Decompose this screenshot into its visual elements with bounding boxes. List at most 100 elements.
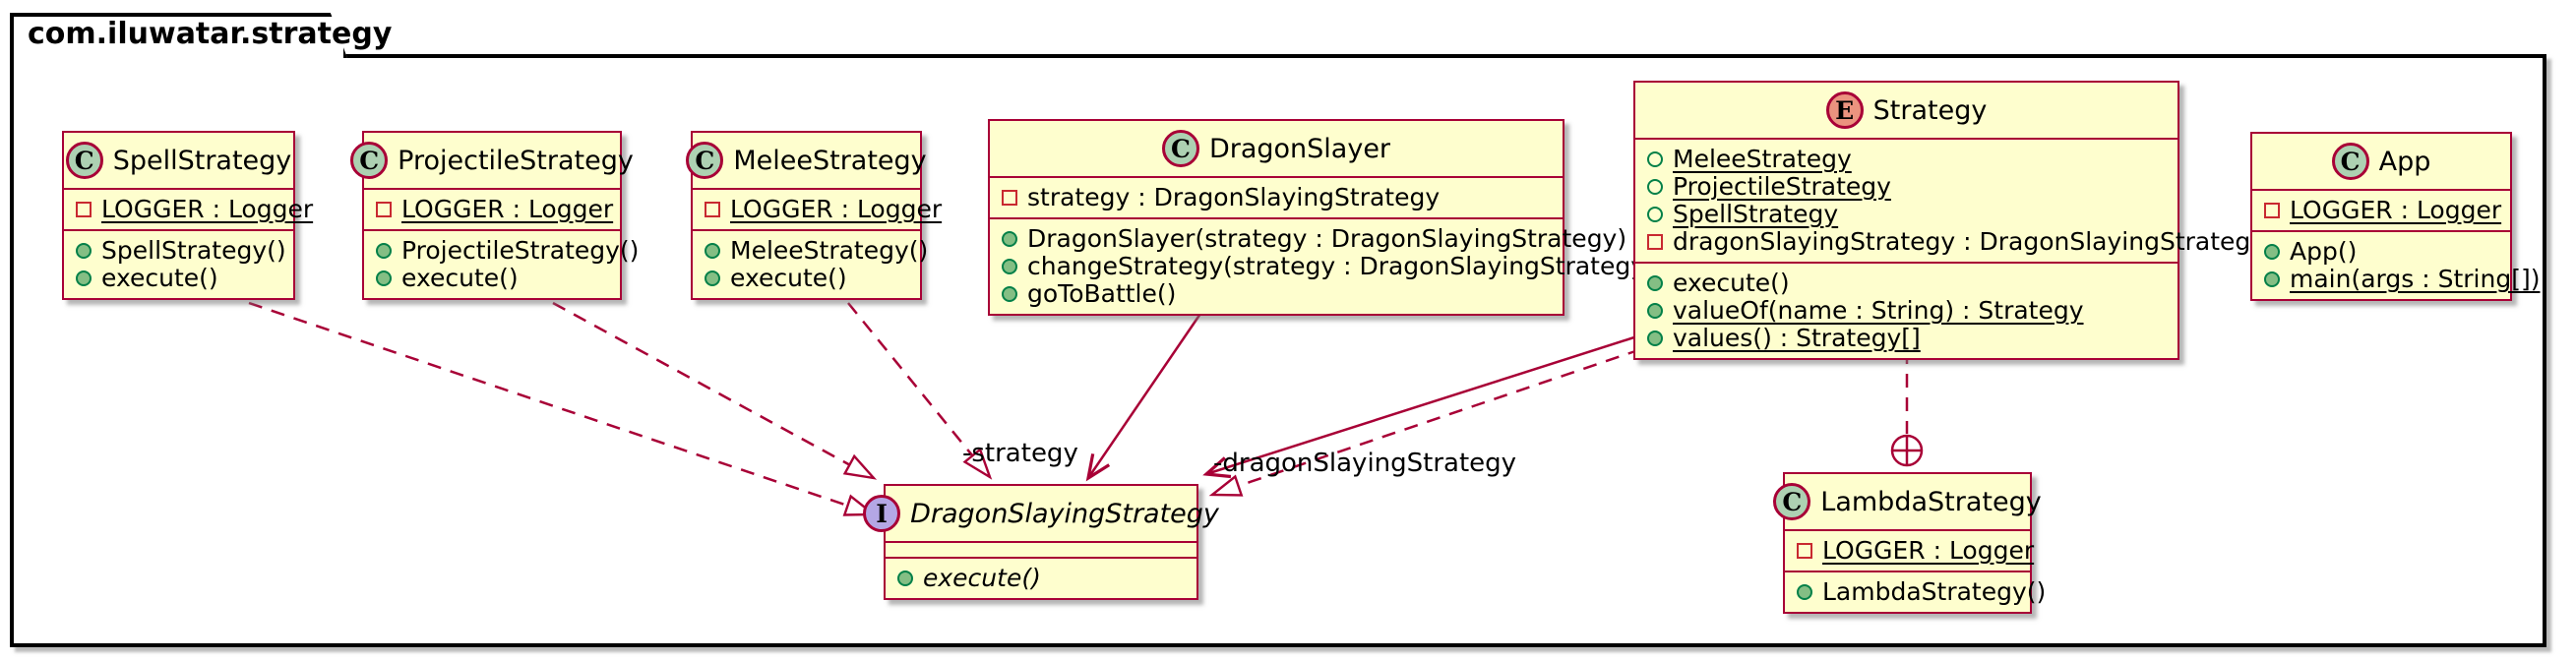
public-method-icon	[1797, 584, 1812, 600]
member-row: strategy : DragonSlayingStrategy	[1002, 184, 1553, 211]
class-box-DragonSlayer: C DragonSlayer strategy : DragonSlayingStr…	[988, 119, 1655, 316]
class-title-bar: C App	[2252, 134, 2510, 191]
member-text: values() : Strategy[]	[1673, 324, 1921, 352]
circle-plus-icon	[1890, 434, 1924, 467]
public-field-icon	[1647, 207, 1663, 222]
member-row: main(args : String[])	[2264, 266, 2540, 293]
package-tab	[10, 13, 347, 58]
member-row: ProjectileStrategy()	[376, 237, 639, 265]
member-text: strategy : DragonSlayingStrategy	[1027, 183, 1441, 211]
class-name: ProjectileStrategy	[398, 145, 634, 176]
member-text: LOGGER : Logger	[1822, 536, 2035, 565]
edge-projectilestrategy-realization	[552, 301, 878, 480]
public-method-icon	[897, 571, 913, 586]
member-text: dragonSlayingStrategy : DragonSlayingStr…	[1673, 227, 2266, 256]
class-name: DragonSlayer	[1208, 133, 1391, 164]
fields-section: LOGGER : Logger	[364, 190, 620, 231]
member-text: SpellStrategy	[1673, 200, 1839, 228]
member-row: ProjectileStrategy	[1647, 173, 2168, 201]
private-field-icon	[1002, 190, 1017, 206]
public-method-icon	[1002, 286, 1017, 302]
class-title-bar: C DragonSlayer	[990, 121, 1563, 178]
public-method-icon	[1647, 330, 1663, 346]
member-row: SpellStrategy	[1647, 201, 2168, 228]
methods-section: DragonSlayer(strategy : DragonSlayingStr…	[990, 219, 1655, 314]
member-row: execute()	[376, 265, 610, 292]
member-row: DragonSlayer(strategy : DragonSlayingStr…	[1002, 225, 1626, 253]
member-row: dragonSlayingStrategy : DragonSlayingStr…	[1647, 228, 2265, 256]
member-text: execute()	[730, 264, 847, 292]
member-text: LOGGER : Logger	[2290, 196, 2502, 224]
class-name: Strategy	[1872, 94, 1988, 126]
member-row: execute()	[897, 565, 1187, 592]
public-method-icon	[1002, 259, 1017, 274]
class-title-bar: C MeleeStrategy	[686, 133, 927, 190]
member-row: LOGGER : Logger	[1797, 537, 2034, 565]
edge-spellstrategy-realization	[248, 301, 878, 516]
member-text: LOGGER : Logger	[401, 195, 614, 223]
member-text: execute()	[101, 264, 218, 292]
member-text: SpellStrategy()	[101, 236, 286, 265]
package-name: com.iluwatar.strategy	[28, 17, 393, 51]
fields-section: LOGGER : Logger	[1785, 531, 2034, 572]
class-spot-icon: C	[686, 142, 724, 179]
public-field-icon	[1647, 151, 1663, 167]
class-name: MeleeStrategy	[733, 145, 927, 176]
fields-section: strategy : DragonSlayingStrategy	[990, 178, 1563, 219]
member-text: changeStrategy(strategy : DragonSlayingS…	[1027, 252, 1655, 280]
methods-section: ProjectileStrategy()execute()	[364, 231, 639, 298]
class-spot-icon: C	[1161, 130, 1199, 167]
public-method-icon	[376, 243, 392, 259]
methods-section: LambdaStrategy()	[1785, 572, 2046, 612]
fields-section: LOGGER : Logger	[64, 190, 313, 231]
fields-section: LOGGER : Logger	[2252, 191, 2510, 232]
member-row: execute()	[705, 265, 910, 292]
member-row: App()	[2264, 238, 2500, 266]
member-text: MeleeStrategy	[1673, 145, 1852, 173]
member-row: MeleeStrategy()	[705, 237, 928, 265]
member-row: changeStrategy(strategy : DragonSlayingS…	[1002, 253, 1655, 280]
member-text: execute()	[1673, 269, 1790, 297]
package-frame	[10, 54, 2546, 647]
member-text: valueOf(name : String) : Strategy	[1673, 296, 2084, 325]
private-field-icon	[1797, 543, 1812, 559]
public-method-icon	[76, 243, 92, 259]
class-spot-icon: C	[2331, 143, 2369, 180]
methods-section: SpellStrategy()execute()	[64, 231, 293, 298]
public-method-icon	[376, 270, 392, 286]
member-text: LambdaStrategy()	[1822, 577, 2047, 606]
class-name: App	[2378, 146, 2431, 177]
private-field-icon	[1647, 234, 1663, 250]
public-method-icon	[2264, 244, 2280, 260]
member-text: main(args : String[])	[2290, 265, 2541, 293]
member-text: LOGGER : Logger	[101, 195, 314, 223]
edge-strategy-association	[1202, 334, 1638, 479]
member-row: valueOf(name : String) : Strategy	[1647, 297, 2168, 325]
member-text: goToBattle()	[1027, 279, 1177, 308]
public-method-icon	[705, 243, 720, 259]
member-text: MeleeStrategy()	[730, 236, 929, 265]
edge-label-dragonslayingstrategy: -dragonSlayingStrategy	[1213, 449, 1517, 478]
public-method-icon	[1002, 231, 1017, 247]
methods-section: App()main(args : String[])	[2252, 232, 2540, 299]
public-method-icon	[1647, 303, 1663, 319]
public-method-icon	[2264, 271, 2280, 287]
public-method-icon	[76, 270, 92, 286]
member-row: MeleeStrategy	[1647, 146, 2168, 173]
member-text: ProjectileStrategy	[1673, 172, 1891, 201]
private-field-icon	[2264, 203, 2280, 218]
member-row: LOGGER : Logger	[376, 195, 614, 223]
